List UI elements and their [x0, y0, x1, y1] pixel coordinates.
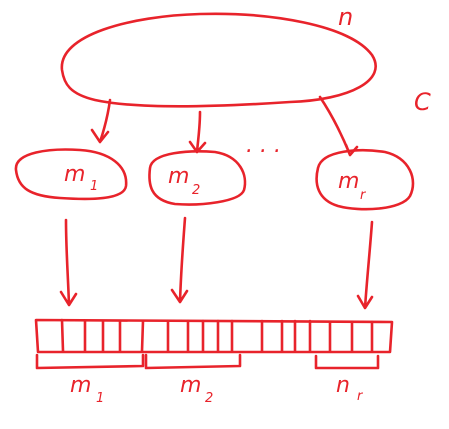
blob-m2: [148, 150, 247, 206]
bracer-label-base: n: [336, 373, 350, 398]
blob1-label-base: m: [64, 162, 85, 187]
arrow-blob2-to-array: [170, 216, 189, 304]
brace1-label-base: m: [70, 373, 91, 398]
blob-mr: [315, 148, 415, 211]
arrow-to-blob2: [188, 110, 207, 154]
blob-m1: [14, 148, 128, 201]
brace-m1: [35, 353, 145, 370]
brace1-label-sub: 1: [96, 391, 104, 406]
brace2-label-sub: 2: [205, 391, 213, 406]
ellipsis-label: . . .: [246, 133, 281, 158]
blob1-label-sub: 1: [90, 179, 98, 194]
blob2-label-sub: 2: [192, 183, 200, 198]
arrow-to-blob1: [90, 98, 112, 144]
side-label: C: [414, 88, 431, 116]
bracer-label-sub: r: [357, 389, 364, 404]
array-strip: [34, 318, 394, 354]
brace-m2: [144, 353, 242, 370]
brace2-label-base: m: [180, 373, 201, 398]
array-cell-dividers: [60, 318, 374, 353]
arrow-to-blobr: [318, 95, 359, 157]
blobr-label-sub: r: [360, 188, 367, 203]
top-label: n: [338, 3, 353, 31]
arrow-blob1-to-array: [59, 218, 78, 307]
arrow-blobr-to-array: [356, 220, 374, 310]
brace-nr: [314, 354, 380, 370]
top-ellipse: [60, 12, 377, 108]
blob2-label-base: m: [168, 164, 189, 189]
blobr-label-base: m: [338, 169, 359, 194]
